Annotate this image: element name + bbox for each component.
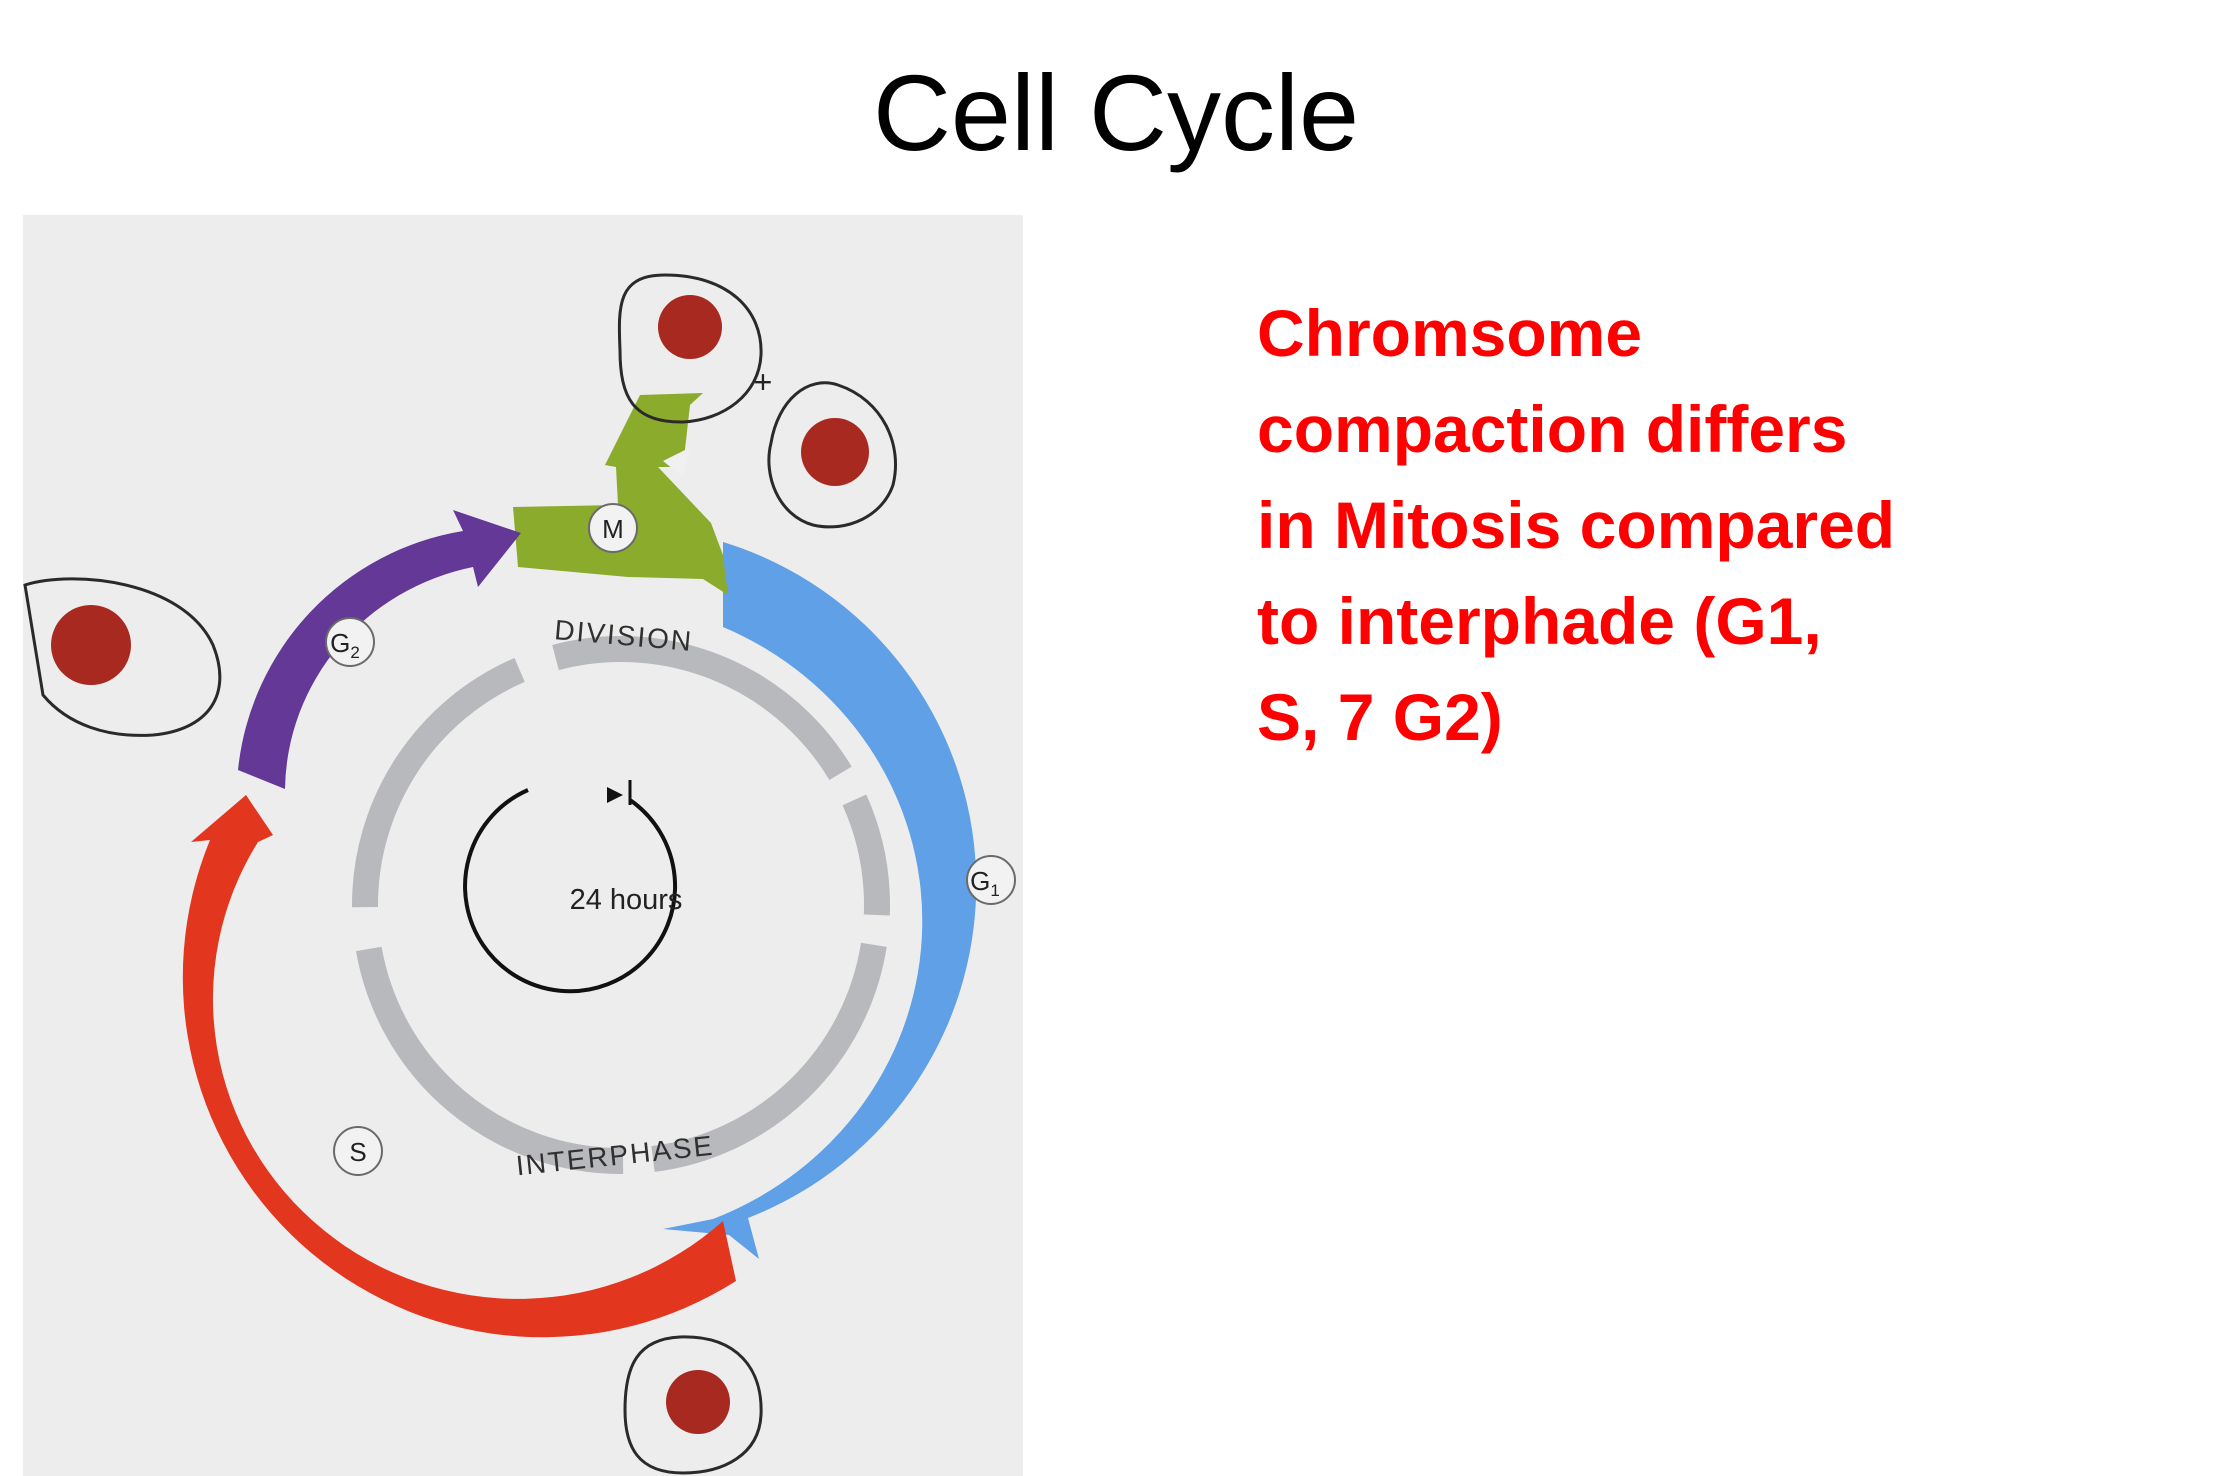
caption-line: Chromsome [1257, 296, 1643, 370]
nucleus [658, 295, 722, 359]
caption-line: compaction differs [1257, 392, 1848, 466]
caption-line: S, 7 G2) [1257, 680, 1503, 754]
phase-ring [352, 636, 890, 1174]
nucleus [666, 1370, 730, 1434]
nucleus [801, 418, 869, 486]
g2-phase-arrow [238, 510, 521, 789]
g1-phase-label: G1 [970, 866, 1000, 900]
slide-title: Cell Cycle [872, 52, 1360, 173]
caption-text: Chromsome compaction differs in Mitosis … [1257, 285, 2157, 765]
diagram-background [23, 215, 1023, 1476]
clock-icon [463, 780, 678, 994]
s-phase-label: S [349, 1137, 366, 1167]
g2-phase-badge [325, 617, 375, 667]
m-phase-badge [588, 503, 638, 553]
caption-line: to interphade (G1, [1257, 584, 1822, 658]
s-phase-arrow [182, 795, 737, 1338]
clock-label: 24 hours [570, 884, 683, 916]
cell-bottom [623, 1335, 763, 1475]
plus-sign: + [754, 364, 773, 400]
cell-top [617, 273, 763, 424]
cell-right [767, 381, 898, 529]
cell-cycle-diagram: DIVISION INTERPHASE 24 hours G1 M G2 S [23, 215, 1023, 1476]
g2-phase-label: G2 [330, 628, 360, 662]
cell-left [23, 577, 222, 737]
m-phase-arrow [513, 393, 728, 595]
m-phase-label: M [602, 514, 624, 544]
g1-phase-arrow [663, 542, 977, 1259]
caption-line: in Mitosis compared [1257, 488, 1896, 562]
s-phase-badge [333, 1126, 383, 1176]
nucleus [51, 605, 131, 685]
g1-phase-badge [966, 855, 1016, 905]
